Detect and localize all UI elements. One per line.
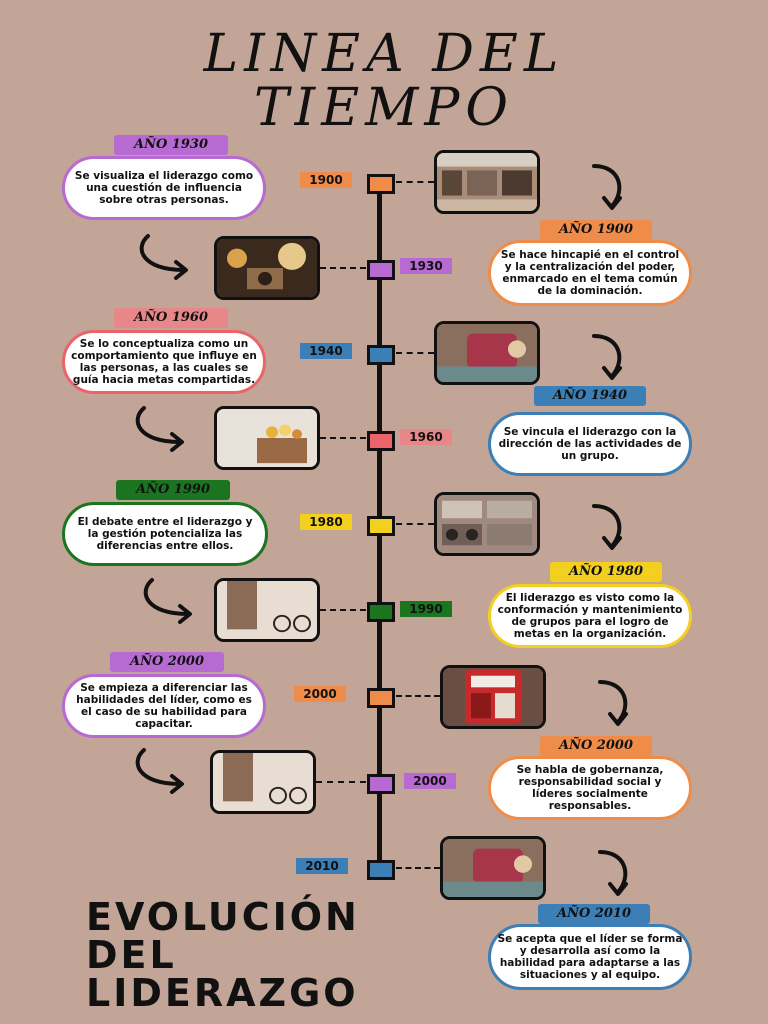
curved-arrow-icon — [135, 748, 184, 794]
event-text-2010: Se acepta que el líder se forma y desarr… — [488, 924, 692, 990]
timeline-marker-1900 — [367, 174, 395, 194]
timeline-marker-2000-a — [367, 688, 395, 708]
photo-bicycle-2000 — [210, 750, 316, 814]
connector-1960 — [320, 437, 366, 439]
curved-arrow-icon — [592, 504, 622, 550]
event-text-2000-right: Se habla de gobernanza, responsabilidad … — [488, 756, 692, 820]
event-text-1980: El liderazgo es visto como la conformaci… — [488, 584, 692, 648]
event-text-1990: El debate entre el liderazgo y la gestió… — [62, 502, 268, 566]
year-pill-1980: 1980 — [300, 514, 352, 530]
curved-arrow-icon — [143, 578, 192, 624]
connector-1900 — [396, 181, 434, 183]
event-label-2000-left: AÑO 2000 — [110, 652, 224, 672]
connector-2000-b — [316, 781, 366, 783]
photo-boomboxes — [434, 492, 540, 556]
photo-radio-red-2010 — [440, 836, 546, 900]
connector-2000-a — [396, 695, 440, 697]
connector-1990 — [320, 609, 366, 611]
photo-storefront — [434, 150, 540, 214]
event-text-1960: Se lo conceptualiza como un comportamien… — [62, 330, 266, 394]
event-text-1940: Se vincula el liderazgo con la dirección… — [488, 412, 692, 476]
timeline-marker-1990 — [367, 602, 395, 622]
footer-title: EVOLUCIÓN DEL LIDERAZGO — [86, 898, 360, 1012]
event-label-1930: AÑO 1930 — [114, 135, 228, 155]
footer-line-1: EVOLUCIÓN — [86, 895, 360, 939]
curved-arrow-icon — [598, 850, 628, 896]
connector-1940 — [396, 352, 434, 354]
timeline-marker-2010 — [367, 860, 395, 880]
timeline-marker-1980 — [367, 516, 395, 536]
timeline-marker-1930 — [367, 260, 395, 280]
year-pill-1900: 1900 — [300, 172, 352, 188]
photo-flowers-basket — [214, 406, 320, 470]
photo-bicycle-1990 — [214, 578, 320, 642]
year-pill-1940: 1940 — [300, 343, 352, 359]
title-line-1: LINEA DEL — [203, 24, 565, 84]
curved-arrow-icon — [592, 164, 622, 210]
curved-arrow-icon — [592, 334, 622, 380]
year-pill-2000-b: 2000 — [404, 773, 456, 789]
connector-1980 — [396, 523, 434, 525]
event-label-1900: AÑO 1900 — [540, 220, 652, 240]
timeline-marker-2000-b — [367, 774, 395, 794]
connector-1930 — [320, 267, 366, 269]
photo-cocacola-machine — [440, 665, 546, 729]
curved-arrow-icon — [135, 406, 184, 452]
year-pill-2010: 2010 — [296, 858, 348, 874]
year-pill-1990: 1990 — [400, 601, 452, 617]
year-pill-2000-a: 2000 — [294, 686, 346, 702]
event-label-2010: AÑO 2010 — [538, 904, 650, 924]
title-line-2: TIEMPO — [253, 78, 515, 138]
curved-arrow-icon — [598, 680, 628, 726]
connector-2010 — [396, 867, 440, 869]
timeline-marker-1940 — [367, 345, 395, 365]
timeline-marker-1960 — [367, 431, 395, 451]
footer-line-3: LIDERAZGO — [86, 971, 359, 1015]
event-label-1960: AÑO 1960 — [114, 308, 228, 328]
year-pill-1960: 1960 — [400, 429, 452, 445]
event-label-2000-right: AÑO 2000 — [540, 736, 652, 756]
event-text-2000-left: Se empieza a diferenciar las habilidades… — [62, 674, 266, 738]
footer-line-2: DEL — [86, 933, 177, 977]
event-text-1900: Se hace hincapié en el control y la cent… — [488, 240, 692, 306]
event-label-1990: AÑO 1990 — [116, 480, 230, 500]
photo-radio-red — [434, 321, 540, 385]
curved-arrow-icon — [139, 234, 188, 280]
event-label-1980: AÑO 1980 — [550, 562, 662, 582]
event-text-1930: Se visualiza el liderazgo como una cuest… — [62, 156, 266, 220]
event-label-1940: AÑO 1940 — [534, 386, 646, 406]
photo-camera-flowers — [214, 236, 320, 300]
year-pill-1930: 1930 — [400, 258, 452, 274]
